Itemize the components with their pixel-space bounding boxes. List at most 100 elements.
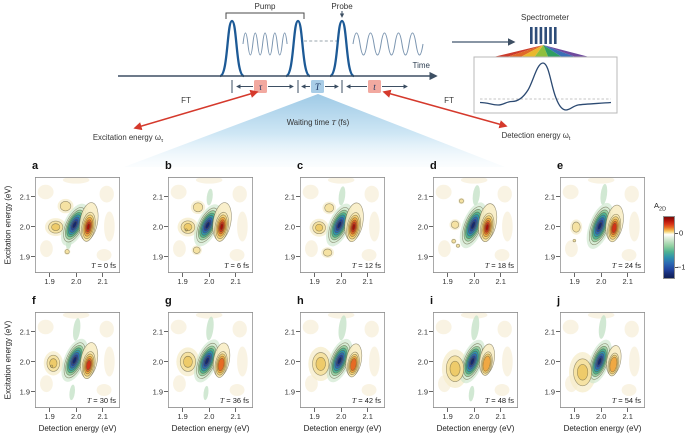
x-tick-label: 1.9 xyxy=(177,412,188,421)
x-tick-mark xyxy=(627,408,629,412)
y-tick-mark xyxy=(556,331,560,332)
y-tick-label: 2.0 xyxy=(284,222,295,231)
x-tick-mark xyxy=(208,273,210,277)
y-tick-mark xyxy=(164,256,168,257)
x-tick-label: 2.1 xyxy=(97,412,108,421)
contour-plot xyxy=(560,312,645,408)
x-tick-label: 2.1 xyxy=(362,412,373,421)
x-tick-label: 2.0 xyxy=(468,412,480,421)
T-symbol: T xyxy=(91,261,96,270)
y-tick-mark xyxy=(164,361,168,362)
T-symbol: T xyxy=(612,396,617,405)
detected-signal-curve xyxy=(479,62,612,111)
y-tick-label: 2.1 xyxy=(152,192,163,201)
x-tick-mark xyxy=(314,273,316,277)
y-tick-label: 2.1 xyxy=(152,327,163,336)
x-tick-mark xyxy=(627,273,629,277)
waiting-time-value: T = 36 fs xyxy=(220,396,249,405)
spectrometer-label: Spectrometer xyxy=(521,13,569,22)
y-tick-label: 1.9 xyxy=(19,387,30,396)
y-tick-mark xyxy=(429,226,433,227)
y-tick-mark xyxy=(31,361,35,362)
x-tick-label: 1.9 xyxy=(44,277,55,286)
y-tick-label: 2.1 xyxy=(19,327,30,336)
pump-bracket xyxy=(225,12,305,19)
y-tick-label: 2.0 xyxy=(417,357,428,366)
y-tick-mark xyxy=(556,361,560,362)
y-tick-label: 1.9 xyxy=(417,252,428,261)
x-tick-label: 2.1 xyxy=(495,412,506,421)
T-symbol: T xyxy=(352,396,357,405)
x-tick-label: 2.0 xyxy=(70,277,82,286)
y-tick-mark xyxy=(556,391,560,392)
panel-letter: f xyxy=(32,295,36,307)
y-tick-mark xyxy=(429,361,433,362)
contour-plot xyxy=(168,177,253,273)
x-tick-label: 2.1 xyxy=(362,277,373,286)
x-tick-label: 2.0 xyxy=(595,412,607,421)
y-tick-label: 2.0 xyxy=(152,222,163,231)
y-tick-label: 2.0 xyxy=(417,222,428,231)
tau-interval-box xyxy=(254,80,267,93)
contour-plot xyxy=(433,177,518,273)
contour-plot xyxy=(433,312,518,408)
panel-letter: a xyxy=(32,160,39,172)
grating-icon xyxy=(530,27,557,44)
frequency-axis-labels: Excitation energy ωτ Detection energy ωt… xyxy=(93,118,571,144)
time-axis-label: Time xyxy=(413,61,431,70)
y-tick-mark xyxy=(296,256,300,257)
panel-letter: b xyxy=(165,160,172,172)
contour-plot xyxy=(168,312,253,408)
T-symbol: T xyxy=(87,396,92,405)
x-tick-mark xyxy=(473,273,475,277)
x-tick-mark xyxy=(314,408,316,412)
y-tick-label: 1.9 xyxy=(152,252,163,261)
waiting-time-label: Waiting time T (fs) xyxy=(287,118,350,127)
x-tick-label: 2.1 xyxy=(230,412,241,421)
waiting-time-value: T = 12 fs xyxy=(352,261,381,270)
waiting-time-value: T = 48 fs xyxy=(485,396,514,405)
y-tick-label: 1.9 xyxy=(284,252,295,261)
y-tick-mark xyxy=(556,226,560,227)
x-tick-label: 1.9 xyxy=(569,412,580,421)
contour-plot xyxy=(560,177,645,273)
colorbar-title: A2D xyxy=(654,201,667,213)
contour-plot xyxy=(35,177,120,273)
x-tick-label: 2.0 xyxy=(335,277,347,286)
coherence-oscillation-left xyxy=(242,32,288,56)
waiting-time-value: T = 0 fs xyxy=(91,261,116,270)
panel-letter: c xyxy=(297,160,304,172)
x-tick-label: 2.0 xyxy=(335,412,347,421)
pulse-sequence-schematic: Time Pump Probe τ T t xyxy=(93,2,618,167)
tau-symbol: τ xyxy=(259,82,263,92)
contour-plot xyxy=(300,312,385,408)
x-axis-title: Detection energy (eV) xyxy=(303,424,382,433)
contour-plot xyxy=(35,312,120,408)
x-tick-mark xyxy=(473,408,475,412)
t-symbol: t xyxy=(373,82,376,92)
x-tick-label: 2.1 xyxy=(230,277,241,286)
y-tick-label: 2.0 xyxy=(544,357,555,366)
x-tick-mark xyxy=(447,273,449,277)
y-tick-label: 2.0 xyxy=(152,357,163,366)
waiting-time-value: T = 54 fs xyxy=(612,396,641,405)
y-tick-label: 1.9 xyxy=(152,387,163,396)
panel-letter: d xyxy=(430,160,437,172)
x-tick-mark xyxy=(340,408,342,412)
T-symbol: T xyxy=(485,261,490,270)
x-tick-label: 2.1 xyxy=(622,277,633,286)
y-tick-mark xyxy=(31,331,35,332)
probe-pulse xyxy=(328,19,356,78)
waiting-time-value: T = 24 fs xyxy=(612,261,641,270)
y-tick-label: 2.1 xyxy=(284,327,295,336)
x-tick-mark xyxy=(340,273,342,277)
y-tick-mark xyxy=(429,391,433,392)
